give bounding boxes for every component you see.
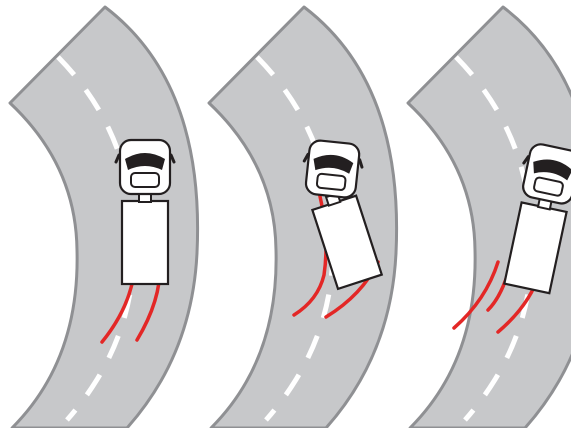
panel-aligned bbox=[10, 7, 198, 428]
truck-1 bbox=[116, 140, 174, 284]
panel-trailer-swing bbox=[209, 7, 397, 428]
curved-road-1 bbox=[10, 7, 198, 428]
panel-skidding bbox=[408, 7, 571, 428]
curved-road-2 bbox=[209, 7, 397, 428]
